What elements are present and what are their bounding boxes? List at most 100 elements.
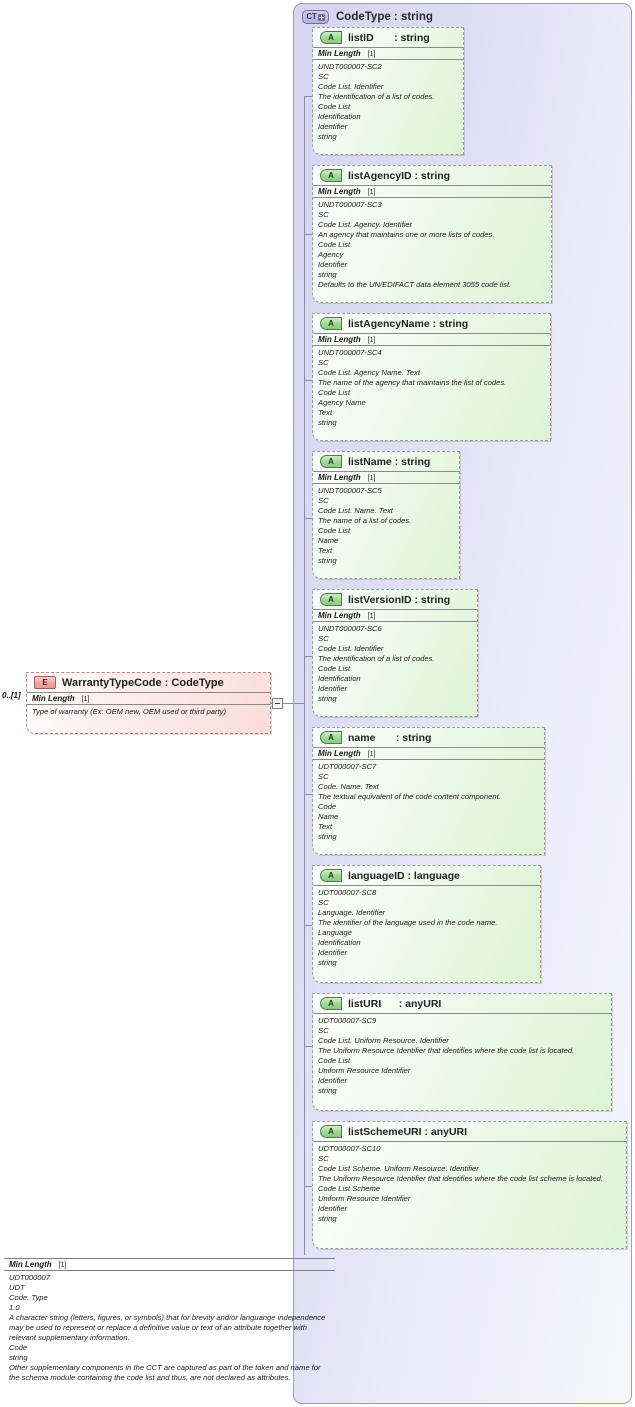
facet-label: Min Length [32, 694, 75, 703]
doc-line: string [318, 131, 337, 141]
attribute-name: listURI : anyURI [348, 997, 442, 1010]
doc-line: string [318, 693, 337, 703]
attribute-name: listID : string [348, 31, 430, 44]
attribute-box[interactable]: A name : string Min Length[1] UDT000007-… [312, 727, 545, 855]
doc-line: Identification [318, 937, 361, 947]
connector-stub [304, 656, 313, 657]
attribute-box[interactable]: A languageID : language UDT000007-SC8 SC… [312, 865, 541, 983]
attribute-header: A name : string [313, 728, 544, 747]
attribute-box[interactable]: A listAgencyName : string Min Length[1] … [312, 313, 551, 441]
doc-line: Code. Type [9, 1292, 48, 1302]
doc-line: Code List [318, 663, 351, 673]
attribute-badge-label: A [328, 1126, 334, 1136]
attribute-icon: A [320, 731, 342, 744]
doc-line: Name [318, 535, 339, 545]
attribute-icon: A [320, 455, 342, 468]
doc-line: SC [318, 633, 329, 643]
doc-line: Code [9, 1342, 28, 1352]
attribute-icon: A [320, 31, 342, 44]
attribute-badge-label: A [328, 594, 334, 604]
attribute-name: listSchemeURI : anyURI [348, 1125, 468, 1138]
connector-spine [304, 96, 305, 1255]
doc-line: UDT000007-SC7 [318, 762, 377, 771]
complextype-title: CodeType : string [336, 11, 433, 23]
attribute-icon: A [320, 997, 342, 1010]
complextype-connector-line [283, 703, 305, 704]
attribute-icon: A [320, 169, 342, 182]
doc-line: SC [318, 495, 329, 505]
doc-line: UNDT000007-SC5 [318, 486, 382, 495]
doc-line: string [318, 831, 337, 841]
doc-line: Code List. Agency Name. Text [318, 367, 421, 377]
complextype-expand-icon[interactable]: CT [302, 10, 329, 24]
doc-line: SC [318, 771, 329, 781]
attribute-header: A listURI : anyURI [313, 994, 611, 1013]
doc-line: Defaults to the UN/EDIFACT data element … [318, 279, 512, 289]
doc-line: SC [318, 1153, 329, 1163]
doc-line: UDT [9, 1282, 25, 1292]
attribute-facet-row: Min Length[1] [313, 333, 550, 345]
element-badge-label: E [42, 677, 48, 687]
facet-label: Min Length [318, 187, 361, 196]
attribute-facet-row: Min Length[1] [313, 185, 551, 197]
doc-line: SC [318, 897, 329, 907]
complextype-documentation: UDT000007 UDT Code. Type 1.0 A character… [4, 1271, 335, 1385]
doc-line: SC [318, 357, 329, 367]
attribute-box[interactable]: A listSchemeURI : anyURI UDT000007-SC10 … [312, 1121, 627, 1249]
doc-line: UDT000007 [9, 1273, 50, 1282]
minus-box-icon[interactable] [272, 698, 283, 709]
facet-label: Min Length [318, 749, 361, 758]
attribute-box[interactable]: A listURI : anyURI UDT000007-SC9 SC Code… [312, 993, 612, 1111]
doc-line: Code List. Name. Text [318, 505, 393, 515]
facet-value: [1] [367, 337, 376, 344]
complextype-badge-label: CT [306, 12, 317, 21]
doc-line: Code List [318, 525, 351, 535]
attribute-documentation: UNDT000007-SC4 SC Code List. Agency Name… [313, 345, 550, 431]
connector-stub [304, 234, 313, 235]
doc-line: The identifier of the language used in t… [318, 917, 498, 927]
doc-line: An agency that maintains one or more lis… [318, 229, 495, 239]
attribute-documentation: UDT000007-SC9 SC Code List. Uniform Reso… [313, 1013, 611, 1099]
plus-icon[interactable] [317, 13, 325, 21]
connector-stub [304, 380, 313, 381]
doc-line: Text [318, 545, 333, 555]
attribute-badge-label: A [328, 318, 334, 328]
doc-line: UNDT000007-SC6 [318, 624, 382, 633]
element-header: E WarrantyTypeCode : CodeType [27, 673, 270, 692]
doc-line: string [318, 555, 337, 565]
facet-value: [1] [367, 475, 376, 482]
connector-stub [304, 96, 313, 97]
attribute-box[interactable]: A listAgencyID : string Min Length[1] UN… [312, 165, 552, 303]
attribute-facet-row: Min Length[1] [313, 471, 459, 483]
attribute-documentation: UNDT000007-SC5 SC Code List. Name. Text … [313, 483, 459, 569]
connector-stub [304, 1186, 313, 1187]
doc-line: The Uniform Resource Identifier that ide… [318, 1173, 603, 1183]
doc-line: 1.0 [9, 1302, 20, 1312]
doc-line: Agency [318, 249, 344, 259]
attribute-header: A listVersionID : string [313, 590, 477, 609]
attribute-icon: A [320, 1125, 342, 1138]
complextype-footer: Min Length[1] UDT000007 UDT Code. Type 1… [4, 1258, 335, 1385]
attribute-box[interactable]: A listVersionID : string Min Length[1] U… [312, 589, 478, 717]
doc-line: A character string (letters, figures, or… [9, 1312, 326, 1342]
doc-line: string [318, 1213, 337, 1223]
element-warrantytypecode-box[interactable]: E WarrantyTypeCode : CodeType Min Length… [26, 672, 271, 734]
attribute-box[interactable]: A listName : string Min Length[1] UNDT00… [312, 451, 460, 579]
doc-line: string [9, 1352, 28, 1362]
attribute-name: listAgencyName : string [348, 317, 469, 330]
doc-line: Code List. Identifier [318, 643, 384, 653]
attribute-facet-row: Min Length[1] [313, 747, 544, 759]
attribute-header: A listSchemeURI : anyURI [313, 1122, 626, 1141]
doc-line: SC [318, 71, 329, 81]
attribute-box[interactable]: A listID : string Min Length[1] UNDT0000… [312, 27, 464, 155]
facet-value: [1] [58, 1262, 67, 1269]
complextype-header[interactable]: CT CodeType : string [302, 8, 433, 26]
attribute-facet-row: Min Length[1] [313, 609, 477, 621]
doc-line: Language. Identifier [318, 907, 386, 917]
doc-line: The textual equivalent of the code conte… [318, 791, 501, 801]
doc-line: Identifier [318, 1203, 348, 1213]
attribute-documentation: UDT000007-SC10 SC Code List Scheme. Unif… [313, 1141, 626, 1227]
doc-line: string [318, 1085, 337, 1095]
element-name: WarrantyTypeCode : CodeType [62, 676, 224, 689]
